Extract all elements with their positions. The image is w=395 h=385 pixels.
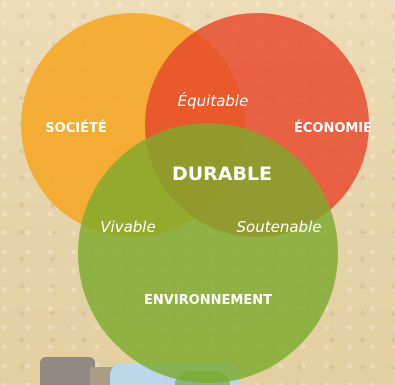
photo-shape: [40, 357, 95, 385]
society-label: SOCIÉTÉ: [45, 120, 106, 136]
equitable-label: Équitable: [178, 91, 249, 110]
environment-label: ENVIRONNEMENT: [144, 293, 272, 308]
economy-label: ÉCONOMIE: [294, 120, 372, 136]
viable-label: Vivable: [100, 218, 155, 236]
circle-environment: [78, 123, 338, 383]
center-label: DURABLE: [172, 163, 272, 185]
sustainable-label: Soutenable: [237, 218, 322, 236]
